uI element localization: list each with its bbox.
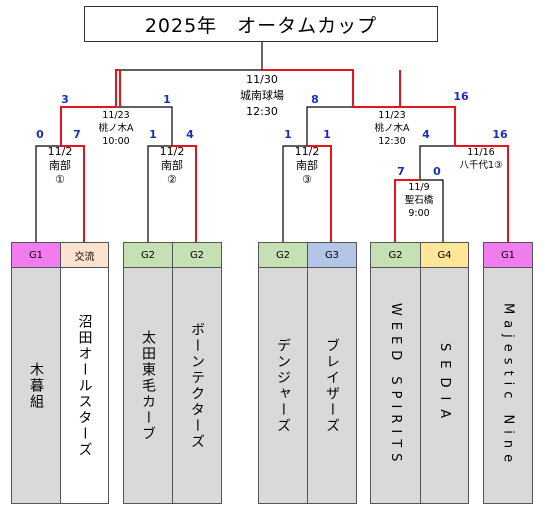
team-7: WEED SPIRITS bbox=[370, 267, 421, 504]
team-1: 木暮組 bbox=[11, 267, 61, 504]
line-semi-right-winner bbox=[353, 106, 456, 146]
game-2-info: 11/2 南部 ② bbox=[160, 145, 185, 187]
line-r2-left bbox=[147, 145, 172, 242]
line-r5-left bbox=[419, 145, 455, 180]
team-7-name: WEED SPIRITS bbox=[388, 303, 403, 468]
team-1-group: G1 bbox=[11, 242, 61, 268]
game-5-info: 11/16 八千代1③ bbox=[459, 146, 502, 172]
game-1-num: ① bbox=[55, 173, 65, 186]
game-4-score-left: 7 bbox=[397, 165, 405, 178]
line-to-final-left bbox=[115, 69, 120, 107]
game-4-score-right: 0 bbox=[433, 165, 441, 178]
game-3-score-left: 1 bbox=[284, 128, 292, 141]
team-8: SEDIA bbox=[420, 267, 469, 504]
team-2: 沼田オールスターズ bbox=[60, 267, 109, 504]
final-venue: 城南球場 bbox=[240, 89, 284, 102]
team-6-group: G3 bbox=[307, 242, 357, 268]
team-6: ブレイザーズ bbox=[307, 267, 357, 504]
game-4-date: 11/9 bbox=[408, 182, 430, 193]
semi-left-time: 10:00 bbox=[102, 136, 130, 147]
game-3-info: 11/2 南部 ③ bbox=[295, 145, 320, 187]
game-5-venue: 八千代1③ bbox=[459, 160, 503, 171]
line-r4-winner bbox=[394, 179, 420, 242]
semi-left-date: 11/23 bbox=[102, 110, 130, 121]
team-9-name: Majestic Nine bbox=[500, 302, 516, 469]
line-r5-winner bbox=[455, 145, 509, 242]
game-3-score-right: 1 bbox=[323, 128, 331, 141]
team-7-group: G2 bbox=[370, 242, 421, 268]
loser-lines bbox=[35, 42, 455, 242]
game-1-info: 11/2 南部 ① bbox=[48, 145, 73, 187]
game-4-venue: 聖石橋 bbox=[404, 195, 434, 206]
game-2-score-right: 4 bbox=[186, 128, 194, 141]
line-r2-winner bbox=[172, 145, 197, 242]
game-4-time: 9:00 bbox=[408, 208, 430, 219]
team-4-name: ボーンテクターズ bbox=[189, 321, 205, 450]
team-8-name: SEDIA bbox=[437, 343, 452, 428]
game-4-info: 11/9 聖石橋 9:00 bbox=[405, 181, 434, 220]
final-score-left: 8 bbox=[311, 93, 319, 106]
semi-right-score-left: 4 bbox=[422, 128, 430, 141]
team-4: ボーンテクターズ bbox=[172, 267, 222, 504]
game-1-date: 11/2 bbox=[47, 145, 73, 158]
team-3-group: G2 bbox=[123, 242, 173, 268]
semi-left-score-right: 1 bbox=[163, 93, 171, 106]
team-4-group: G2 bbox=[172, 242, 222, 268]
team-8-group: G4 bbox=[420, 242, 469, 268]
game-1-venue: 南部 bbox=[48, 159, 71, 172]
team-6-name: ブレイザーズ bbox=[324, 337, 340, 434]
team-3: 太田東毛カーブ bbox=[123, 267, 173, 504]
semi-right-date: 11/23 bbox=[378, 110, 406, 121]
game-2-venue: 南部 bbox=[160, 159, 183, 172]
line-semi-right-left bbox=[306, 106, 353, 146]
line-semi-left-right bbox=[116, 106, 173, 146]
line-r1-winner bbox=[61, 145, 85, 242]
final-date: 11/30 bbox=[246, 73, 278, 86]
team-5-name: デンジャーズ bbox=[275, 337, 291, 434]
game-1-score-left: 0 bbox=[36, 128, 44, 141]
team-1-name: 木暮組 bbox=[28, 361, 44, 410]
game-2-date: 11/2 bbox=[159, 145, 185, 158]
game-3-date: 11/2 bbox=[294, 145, 320, 158]
team-3-name: 太田東毛カーブ bbox=[140, 329, 156, 442]
winner-lines bbox=[60, 69, 509, 242]
game-2-num: ② bbox=[167, 173, 177, 186]
line-final-right bbox=[262, 69, 354, 107]
line-r1-left bbox=[35, 145, 61, 242]
game-3-venue: 南部 bbox=[295, 159, 318, 172]
semi-left-venue: 桃ノ木A bbox=[98, 123, 134, 134]
final-score-right: 16 bbox=[453, 90, 469, 103]
semi-right-venue: 桃ノ木A bbox=[374, 123, 410, 134]
game-3-num: ③ bbox=[302, 173, 312, 186]
line-r3-winner bbox=[307, 145, 332, 242]
semi-right-info: 11/23 桃ノ木A 12:30 bbox=[375, 109, 410, 148]
team-9-group: G1 bbox=[483, 242, 533, 268]
line-r4-right bbox=[420, 179, 444, 242]
team-2-group: 交流 bbox=[60, 242, 109, 268]
game-5-date: 11/16 bbox=[467, 147, 495, 158]
team-5-group: G2 bbox=[258, 242, 308, 268]
semi-right-score-right: 16 bbox=[492, 128, 508, 141]
team-2-name: 沼田オールスターズ bbox=[76, 313, 93, 458]
semi-right-time: 12:30 bbox=[378, 136, 406, 147]
line-semi-left-winner bbox=[60, 106, 116, 146]
tournament-title: 2025年 オータムカップ bbox=[84, 6, 438, 42]
line-r3-left bbox=[282, 145, 307, 242]
semi-left-info: 11/23 桃ノ木A 10:00 bbox=[99, 109, 134, 148]
final-time: 12:30 bbox=[246, 105, 278, 118]
game-1-score-right: 7 bbox=[73, 128, 81, 141]
game-2-score-left: 1 bbox=[149, 128, 157, 141]
semi-left-score-left: 3 bbox=[61, 93, 69, 106]
team-5: デンジャーズ bbox=[258, 267, 308, 504]
team-9: Majestic Nine bbox=[483, 267, 533, 504]
final-info: 11/30 城南球場 12:30 bbox=[240, 72, 284, 120]
